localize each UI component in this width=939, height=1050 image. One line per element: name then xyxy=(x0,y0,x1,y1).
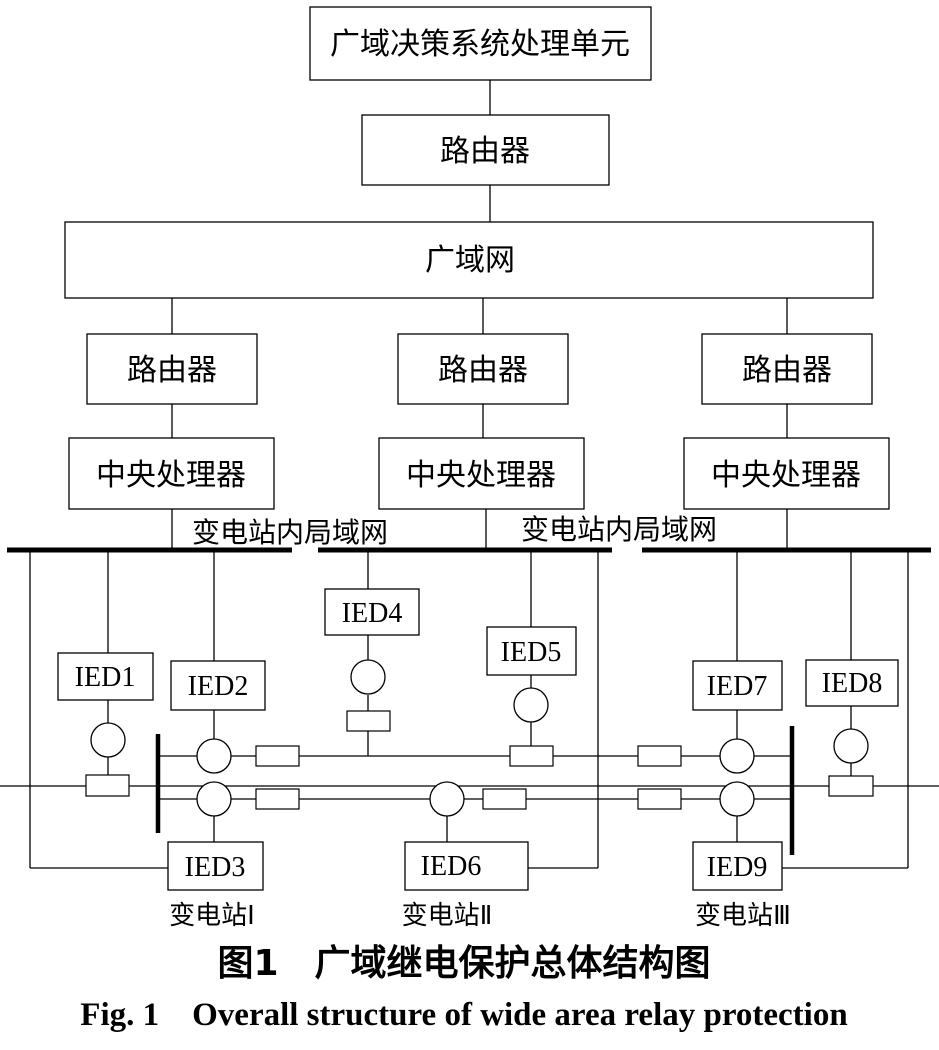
cpu-label-1: 中央处理器 xyxy=(96,458,246,493)
breaker-ied5 xyxy=(509,745,554,767)
router-box-2: 路由器 xyxy=(397,333,569,405)
router-label-1: 路由器 xyxy=(127,353,217,388)
current-transformers xyxy=(90,659,869,817)
ied-label-2: IED2 xyxy=(188,671,249,702)
router-label-2: 路由器 xyxy=(438,353,528,388)
ied-box-5: IED5 xyxy=(486,626,577,676)
connector-lines xyxy=(0,80,939,869)
wan-label: 广域网 xyxy=(425,243,515,278)
cpu-box-1: 中央处理器 xyxy=(68,437,275,510)
router-box-3: 路由器 xyxy=(701,333,873,405)
ct-ied8 xyxy=(833,728,869,764)
router-box-1: 路由器 xyxy=(86,333,258,405)
ct-ied9 xyxy=(719,781,755,817)
ied-box-7: IED7 xyxy=(692,660,783,711)
ied-label-6: IED6 xyxy=(421,851,482,882)
ct-ied4 xyxy=(350,659,386,695)
ied-box-9: IED9 xyxy=(692,841,783,891)
cpu-label-2: 中央处理器 xyxy=(406,458,556,493)
cpu-box-2: 中央处理器 xyxy=(378,437,585,510)
ct-ied1 xyxy=(90,722,126,758)
ct-ied5 xyxy=(513,687,549,723)
ied-box-1: IED1 xyxy=(57,652,154,701)
ied-box-3: IED3 xyxy=(167,841,264,891)
wan-box: 广域网 xyxy=(64,221,874,299)
top-router-label: 路由器 xyxy=(440,134,530,169)
station-label-3: 变电站Ⅲ xyxy=(695,901,791,931)
ied-label-8: IED8 xyxy=(822,668,883,699)
caption-en: Fig. 1 Overall structure of wide area re… xyxy=(80,997,847,1033)
ct-ied7 xyxy=(719,738,755,774)
breaker-lower-1 xyxy=(255,788,300,810)
ied-label-9: IED9 xyxy=(707,852,768,883)
station-label-1: 变电站Ⅰ xyxy=(169,901,255,931)
ied-box-6: IED6 xyxy=(404,841,529,891)
ied-box-4: IED4 xyxy=(324,588,420,636)
ct-ied6 xyxy=(429,781,465,817)
ied-box-8: IED8 xyxy=(805,659,899,707)
caption-zh: 图1 广域继电保护总体结构图 xyxy=(217,943,710,984)
lan-label-2: 变电站内局域网 xyxy=(521,513,717,546)
ied-label-7: IED7 xyxy=(707,671,768,702)
breaker-ied1 xyxy=(85,774,130,797)
ied-label-3: IED3 xyxy=(185,852,246,883)
breaker-ied4 xyxy=(346,710,391,732)
decision-unit-box: 广域决策系统处理单元 xyxy=(309,6,652,81)
breaker-lower-3 xyxy=(637,788,682,810)
ied-label-4: IED4 xyxy=(342,598,403,629)
ied-label-1: IED1 xyxy=(75,662,136,693)
top-router-box: 路由器 xyxy=(361,114,610,186)
lan-label-1: 变电站内局域网 xyxy=(192,516,388,549)
circuit-breakers xyxy=(85,710,874,810)
breaker-ied8 xyxy=(828,775,874,797)
breaker-upper-3 xyxy=(637,745,682,767)
ct-ied2 xyxy=(196,738,232,774)
decision-unit-label: 广域决策系统处理单元 xyxy=(330,27,630,62)
cpu-box-3: 中央处理器 xyxy=(683,437,890,510)
cpu-label-3: 中央处理器 xyxy=(711,458,861,493)
ct-ied3 xyxy=(196,781,232,817)
ied-label-5: IED5 xyxy=(501,637,562,668)
breaker-lower-2 xyxy=(482,788,527,810)
breaker-upper-1 xyxy=(255,745,300,767)
ied-box-2: IED2 xyxy=(170,660,266,711)
station-label-2: 变电站Ⅱ xyxy=(402,901,493,931)
router-label-3: 路由器 xyxy=(742,353,832,388)
